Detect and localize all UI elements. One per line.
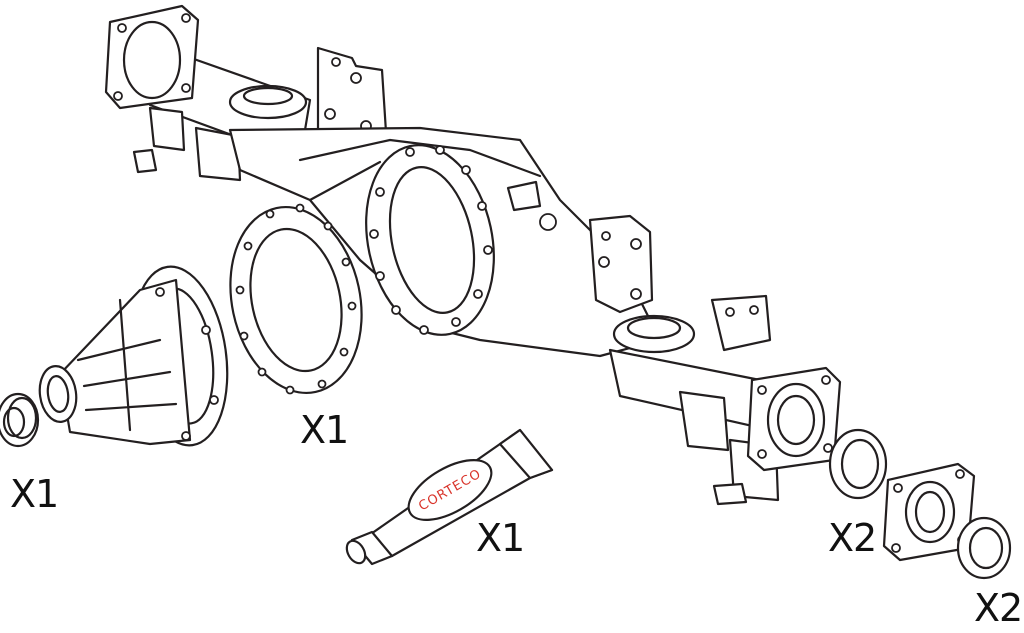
- housing-bolt-holes: [369, 145, 493, 335]
- bearing-retainer-plate: [882, 462, 976, 562]
- hub-seal-quantity: X2: [974, 586, 1023, 630]
- sealant-tube-quantity: X1: [476, 516, 525, 560]
- differential-carrier: [38, 265, 229, 447]
- bearing-seal: [828, 428, 888, 500]
- housing-gasket: [229, 203, 363, 395]
- axle-housing: [104, 4, 842, 506]
- housing-gasket-quantity: X1: [300, 408, 349, 452]
- pinion-seal: [0, 392, 40, 448]
- hub-seal: [956, 516, 1012, 580]
- bearing-seal-quantity: X2: [828, 516, 877, 560]
- pinion-seal-quantity: X1: [10, 472, 59, 516]
